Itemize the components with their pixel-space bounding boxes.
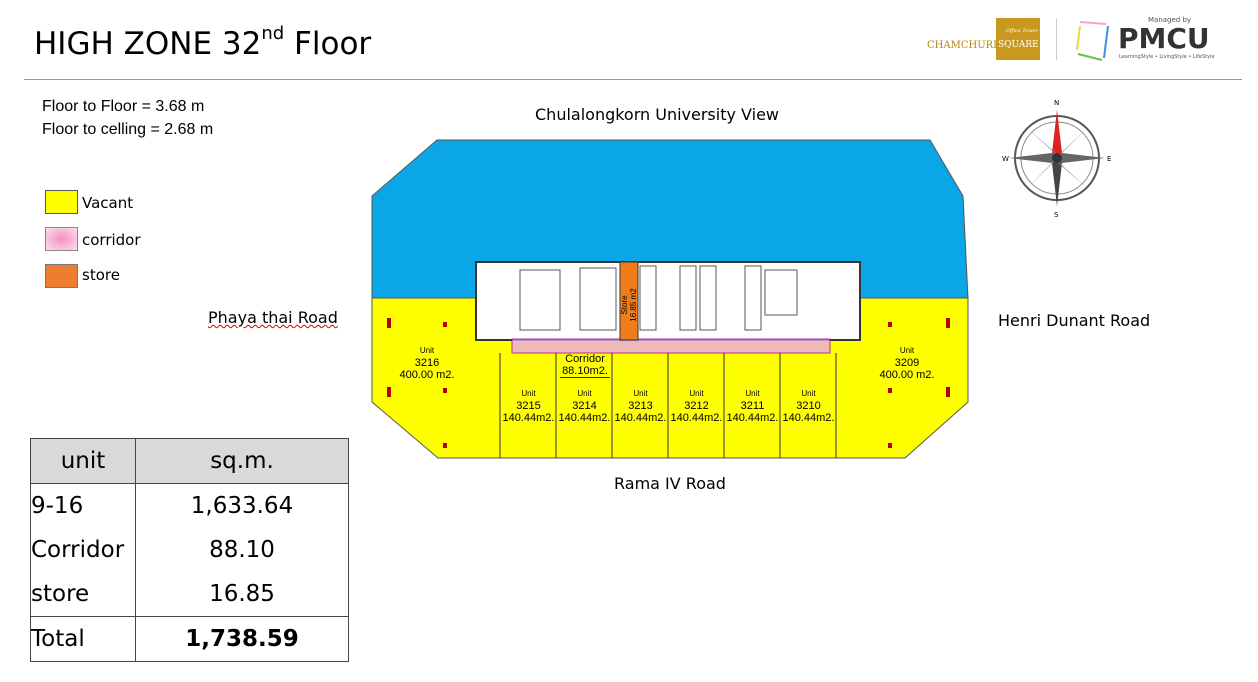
legend-label-vacant: Vacant (82, 194, 134, 212)
road-south: Rama IV Road (614, 474, 726, 493)
total-value: 1,738.59 (135, 616, 349, 662)
svg-text:E: E (1107, 155, 1111, 163)
svg-text:W: W (1002, 155, 1009, 163)
cell-sqm: 1,633.64 (135, 483, 349, 528)
road-west: Phaya thai Road (208, 308, 338, 327)
legend-swatch-store (45, 264, 78, 288)
pmcu-mark-icon (1076, 21, 1109, 61)
chamchuri-logo: CHAMCHURI Office Tower SQUARE (927, 18, 1042, 62)
header-unit: unit (30, 438, 136, 484)
cell-unit: store (30, 572, 136, 617)
road-north: Chulalongkorn University View (535, 105, 780, 124)
legend-label-corridor: corridor (82, 231, 141, 249)
compass-icon: N S W E (1002, 99, 1111, 218)
store-area (619, 261, 639, 341)
road-east: Henri Dunant Road (998, 311, 1151, 330)
legend-swatch-vacant (45, 190, 78, 214)
pmcu-logo: Managed by PMCU LearningStyle • LivingSt… (1074, 16, 1224, 64)
floor-to-ceiling: Floor to celling = 2.68 m (42, 121, 214, 138)
legend-label-store: store (82, 266, 120, 284)
cell-sqm: 16.85 (135, 572, 349, 617)
cell-sqm: 88.10 (135, 528, 349, 572)
legend-swatch-corridor (45, 227, 78, 251)
total-label: Total (30, 616, 136, 662)
corridor-area (511, 338, 831, 354)
header-divider (24, 79, 1242, 80)
svg-text:N: N (1054, 99, 1059, 107)
logo-divider (1056, 18, 1057, 60)
cell-unit: 9-16 (30, 483, 136, 528)
floor-to-floor: Floor to Floor = 3.68 m (42, 98, 205, 115)
cell-unit: Corridor (30, 528, 136, 572)
page-title: HIGH ZONE 32nd Floor (34, 22, 372, 62)
svg-text:S: S (1054, 211, 1059, 218)
header-sqm: sq.m. (135, 438, 349, 484)
